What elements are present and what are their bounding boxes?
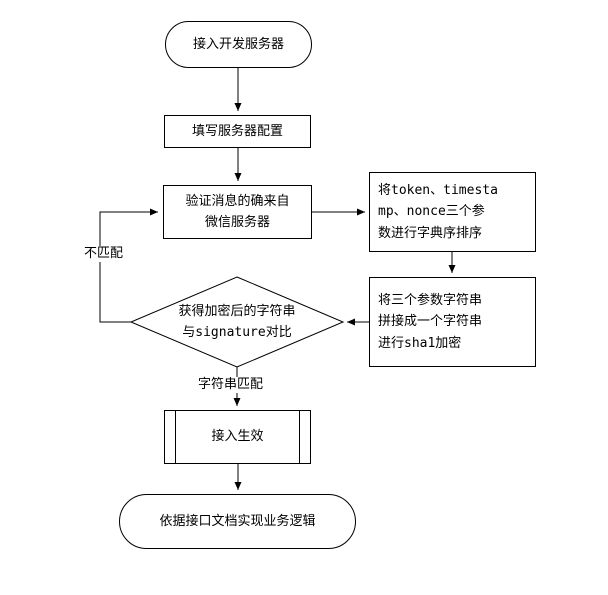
node-verify-label: 验证消息的确来自 微信服务器 [185, 193, 290, 230]
edge-label-match: 字符串匹配 [196, 377, 266, 393]
edge-label-no-match: 不匹配 [82, 246, 126, 262]
node-compare-decision-label: 获得加密后的字符串 与signature对比 [152, 292, 322, 352]
node-fill-config-process: 填写服务器配置 [164, 115, 311, 148]
node-verify-message-process: 验证消息的确来自 微信服务器 [163, 185, 312, 239]
node-end-terminator: 依据接口文档实现业务逻辑 [119, 494, 356, 549]
arrow-no-match-loop [99, 208, 158, 323]
node-sort-params-process: 将token、timesta mp、nonce三个参 数进行字典序排序 [369, 172, 536, 252]
decision-label-text: 获得加密后的字符串 与signature对比 [178, 303, 296, 340]
node-config-label: 填写服务器配置 [191, 123, 283, 139]
node-end-label: 依据接口文档实现业务逻辑 [159, 513, 316, 529]
node-sha1-label: 将三个参数字符串 拼接成一个字符串 进行sha1加密 [378, 292, 483, 351]
predefined-process-right-bar [299, 411, 300, 463]
predefined-process-left-bar [175, 411, 176, 463]
node-effective-label: 接入生效 [211, 429, 264, 445]
node-sort-label: 将token、timesta mp、nonce三个参 数进行字典序排序 [378, 182, 498, 241]
decision-diamond-shape [129, 276, 345, 368]
node-start-terminator: 接入开发服务器 [165, 21, 312, 68]
node-start-label: 接入开发服务器 [192, 36, 284, 52]
node-access-effective-predefined: 接入生效 [164, 410, 311, 464]
node-sha1-encrypt-process: 将三个参数字符串 拼接成一个字符串 进行sha1加密 [369, 277, 536, 367]
